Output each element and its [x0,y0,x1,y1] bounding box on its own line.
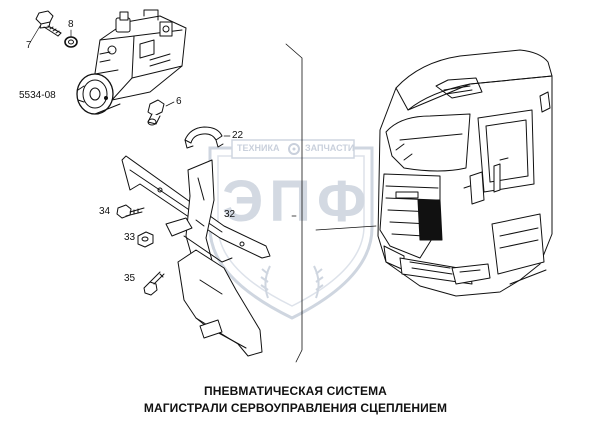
watermark-gear-icon [288,143,300,155]
caption-line-2: МАГИСТРАЛИ СЕРВОУПРАВЛЕНИЯ СЦЕПЛЕНИЕМ [143,401,448,415]
part-6-fitting [147,99,165,126]
callout-34: 34 [99,206,111,217]
watermark-main-text: ЭПФ [222,169,373,234]
part-35-bolt [143,271,165,296]
truck-cab [377,49,553,297]
callout-8: 8 [68,19,74,30]
watermark-shield [208,146,374,320]
callout-35: 35 [124,273,136,284]
callout-33: 33 [124,232,136,243]
callout-32: 32 [224,209,236,220]
section-divider-line [285,43,303,363]
watermark-top-left-text: ТЕХНИКА [237,143,280,153]
callout-6: 6 [176,96,182,107]
callout-5534-08: 5534-08 [19,90,56,101]
part-34-bolt [116,204,145,219]
watermark-top-right-text: ЗАПЧАСТИ [305,143,355,153]
callout-7: 7 [26,40,32,51]
callout-22: 22 [232,130,244,141]
part-7-bolt [35,10,62,37]
servo-valve-block [76,9,187,115]
part-33-nut [137,231,154,248]
bracket-assembly [121,155,271,357]
part-22-clamp [184,126,224,149]
caption-line-1: ПНЕВМАТИЧЕСКАЯ СИСТЕМА [204,384,387,398]
watermark-wheat-icon [260,265,324,299]
part-8-washer [64,36,78,48]
